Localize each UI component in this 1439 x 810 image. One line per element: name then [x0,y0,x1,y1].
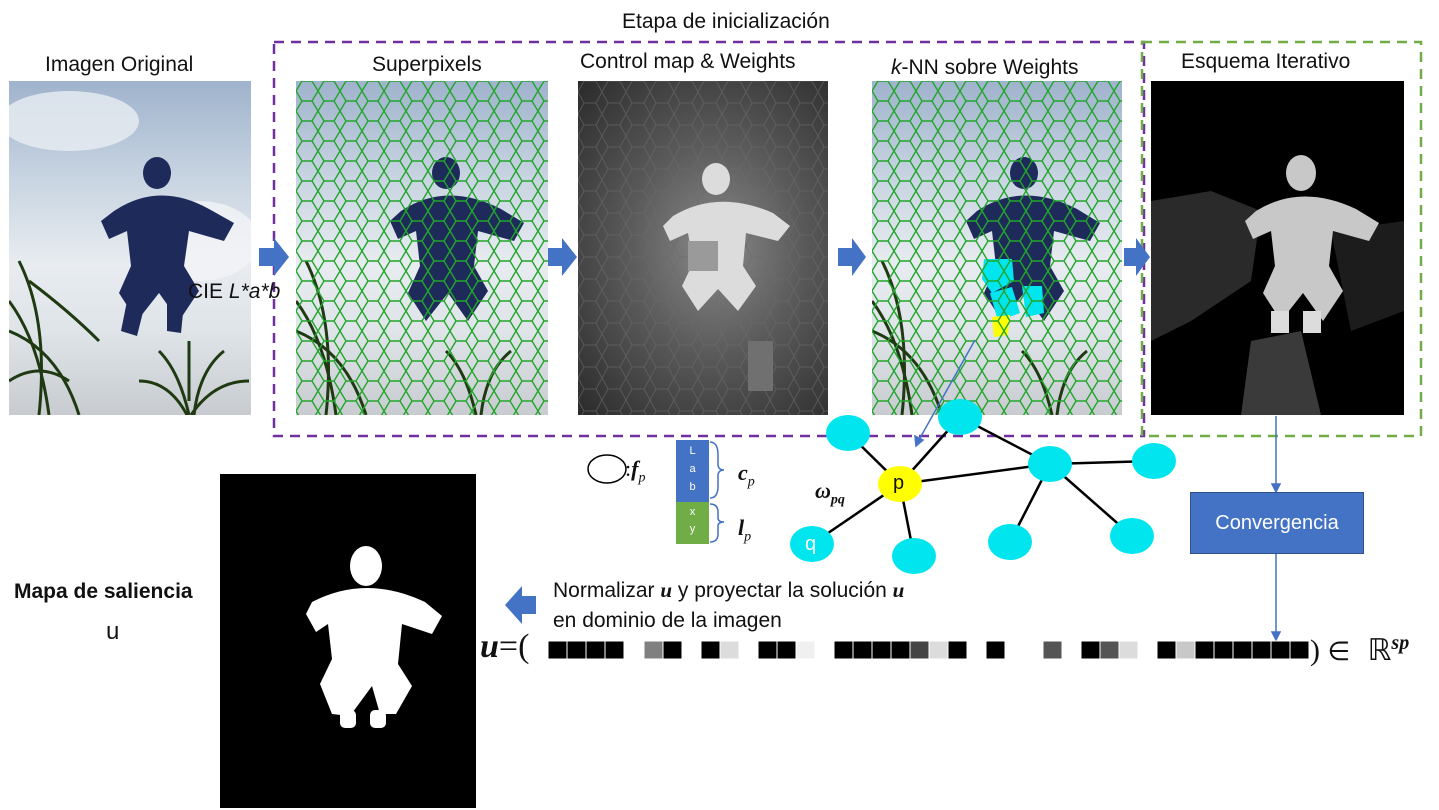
saliency-u: u [106,618,120,645]
superpixels-image [296,81,548,415]
node-q-label: q [805,533,817,555]
eq-space: ℝ [1367,634,1392,667]
arrow-4 [1124,238,1150,276]
eq-close: ) [1310,634,1320,667]
original-image [9,81,251,415]
control-map-image [578,81,828,415]
graph-node-p [878,466,922,502]
feature-legend-circle [587,454,627,484]
graph-node [892,538,936,574]
feature-c-label: cp [738,460,755,490]
weight-omega: ω [815,478,831,503]
convergence-box: Convergencia [1190,492,1364,554]
feature-f-label: :fp [625,456,646,486]
f-sub: p [638,470,646,486]
normalize-line-2: en dominio de la imagen [553,609,782,632]
cie-lab-math: L*a*b [228,280,281,303]
knn-title: k-NN sobre Weights [891,56,1079,80]
f-symbol: f [631,456,639,481]
arrow-3 [838,238,866,276]
eq-eq: =( [498,628,530,665]
original-image-title: Imagen Original [45,53,194,76]
normalize-u2: u [892,578,905,602]
graph-node [1110,518,1154,554]
knn-image [872,81,1122,415]
cie-label: CIE L*a*b [188,280,280,304]
l-sub: p [744,529,752,545]
normalize-text-1a: Normalizar [553,579,655,602]
graph-node [1028,446,1072,482]
graph-node [938,399,982,435]
node-p-label: p [893,472,905,494]
normalize-line-1: Normalizar u y proyectar la solución u [553,578,904,603]
control-map-title: Control map & Weights [580,50,796,73]
knn-rest: -NN sobre Weights [901,56,1079,79]
eq-elem: ∈ [1327,637,1351,666]
normalize-text-1b: y proyectar la solución [677,579,887,602]
eq-u: u [480,628,499,665]
xy-x: x [689,506,696,518]
convergence-label: Convergencia [1215,511,1339,534]
lab-b: b [689,481,696,493]
stage-title: Etapa de inicialización [622,10,830,33]
normalize-u1: u [660,578,673,602]
xy-block: x y [676,502,709,544]
feature-braces [709,441,725,543]
arrow-back [505,586,536,624]
lab-a: a [689,463,696,475]
c-symbol: c [738,460,748,485]
saliency-map-image [220,474,476,808]
iterative-title: Esquema Iterativo [1181,50,1351,73]
equation-lhs: u=( [480,628,529,666]
l-symbol: l [738,515,745,540]
superpixels-title: Superpixels [372,53,482,76]
knn-k: k [891,56,902,79]
graph-node [1132,443,1176,479]
eq-exp: sp [1391,632,1410,654]
graph-node [988,524,1032,560]
lab-block: L a b [676,440,709,502]
c-sub: p [747,474,755,490]
graph-node [826,415,870,451]
iterative-image [1151,81,1404,415]
arrow-2 [548,238,577,276]
weight-label: ωpq [815,478,845,508]
arrow-1 [259,238,289,276]
graph-node-q [790,526,834,562]
cie-text: CIE [188,280,224,303]
lab-l: L [689,445,696,457]
solution-vector [547,640,1310,660]
feature-l-label: lp [738,515,751,545]
saliency-title: Mapa de saliencia [14,580,193,603]
equation-rhs: ) ∈ ℝsp [1310,632,1409,668]
weight-sub: pq [830,492,845,508]
xy-y: y [689,523,696,535]
